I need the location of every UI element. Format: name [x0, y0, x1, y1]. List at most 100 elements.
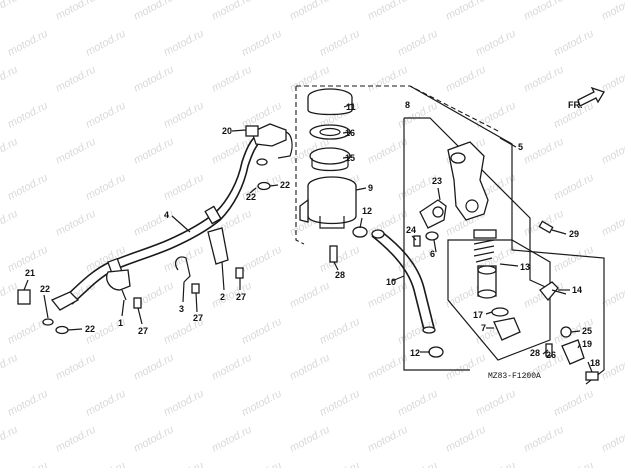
leader-line: [433, 239, 437, 253]
watermark-text: motod.ru: [84, 460, 128, 468]
watermark-text: motod.ru: [396, 28, 440, 59]
callout-15: 15: [345, 153, 355, 163]
watermark-text: motod.ru: [444, 352, 488, 383]
watermark-text: motod.ru: [552, 172, 596, 203]
watermark-text: motod.ru: [132, 64, 176, 95]
callout-6: 6: [430, 249, 435, 259]
watermark-text: motod.ru: [318, 316, 362, 347]
watermark-text: motod.ru: [54, 0, 98, 23]
watermark-text: motod.ru: [366, 352, 410, 383]
leader-line: [343, 103, 353, 108]
watermark-text: motod.ru: [444, 0, 488, 23]
sealing-washer-d: [55, 325, 69, 335]
watermark-text: motod.ru: [162, 244, 206, 275]
watermark-text: motod.ru: [132, 0, 176, 23]
upper-hose-bend: [277, 131, 293, 159]
watermark-text: motod.ru: [318, 28, 362, 59]
watermark-text: motod.ru: [240, 244, 284, 275]
watermark-text: motod.ru: [0, 424, 20, 455]
bolt-26: [545, 343, 553, 357]
callout-23: 23: [432, 176, 442, 186]
watermark-text: motod.ru: [240, 316, 284, 347]
watermark-text: motod.ru: [6, 172, 50, 203]
watermark-text: motod.ru: [600, 64, 625, 95]
watermark-text: motod.ru: [0, 64, 20, 95]
sealing-washer-a: [256, 158, 268, 166]
watermark-text: motod.ru: [288, 352, 332, 383]
watermark-text: motod.ru: [444, 424, 488, 455]
joint-screw: [413, 235, 421, 247]
callout-21: 21: [25, 268, 35, 278]
callout-7: 7: [481, 323, 486, 333]
front-direction-arrow: [577, 86, 605, 107]
bolt-27-a: [133, 297, 142, 309]
callout-27-c: 27: [236, 292, 246, 302]
piston-set-outline: [447, 239, 551, 361]
watermark-text: motod.ru: [240, 460, 284, 468]
watermark-text: motod.ru: [0, 136, 20, 167]
watermark-text: motod.ru: [0, 280, 20, 311]
leader-line: [221, 261, 225, 291]
callout-19: 19: [582, 339, 592, 349]
push-rod: [539, 281, 559, 302]
leader-line: [499, 263, 519, 267]
watermark-text: motod.ru: [210, 424, 254, 455]
watermark-text: motod.ru: [132, 208, 176, 239]
leader-line: [570, 330, 581, 333]
callout-27-a: 27: [138, 326, 148, 336]
callout-9: 9: [368, 183, 373, 193]
leader-line: [249, 187, 257, 194]
callout-12-upper: 12: [362, 206, 372, 216]
lock-nut: [560, 326, 572, 338]
watermark-text: motod.ru: [54, 352, 98, 383]
watermark-text: motod.ru: [162, 388, 206, 419]
hose-ring-a: [204, 205, 222, 225]
watermark-text: motod.ru: [318, 388, 362, 419]
bolt-27-b: [191, 283, 200, 294]
reservoir-plate: [309, 124, 351, 140]
watermark-text: motod.ru: [474, 460, 518, 468]
watermark-text: motod.ru: [6, 28, 50, 59]
diagram-code: MZ83-F1200A: [488, 372, 541, 381]
leader-line: [269, 184, 279, 187]
callout-10: 10: [386, 277, 396, 287]
watermark-text: motod.ru: [132, 136, 176, 167]
watermark-text: motod.ru: [162, 100, 206, 131]
callout-22-lower-a: 22: [40, 284, 50, 294]
watermark-text: motod.ru: [366, 136, 410, 167]
watermark-text: motod.ru: [210, 64, 254, 95]
direction-label: FR.: [568, 100, 583, 110]
leader-line: [359, 217, 363, 229]
leader-line: [231, 129, 247, 132]
watermark-text: motod.ru: [162, 28, 206, 59]
watermark-text: motod.ru: [162, 172, 206, 203]
leader-line: [542, 349, 549, 355]
watermark-text: motod.ru: [288, 0, 332, 23]
circlip: [491, 307, 509, 317]
callout-18: 18: [590, 358, 600, 368]
bolt-27-c: [235, 267, 244, 279]
reservoir-mount-tab: [299, 198, 309, 223]
joint-pin: [585, 371, 599, 381]
master-cylinder-kit-outline: [403, 117, 553, 371]
hose-clamp-1: [106, 269, 131, 291]
leader-line: [485, 311, 493, 315]
brake-hose-assembly: [17, 123, 293, 335]
watermark-text: motod.ru: [552, 28, 596, 59]
watermark-text: motod.ru: [162, 460, 206, 468]
watermark-text: motod.ru: [240, 388, 284, 419]
leader-line: [43, 294, 49, 319]
callout-25: 25: [582, 326, 592, 336]
callout-14: 14: [572, 285, 582, 295]
callout-2: 2: [220, 292, 225, 302]
callout-28-right: 28: [530, 348, 540, 358]
leader-line: [121, 299, 125, 317]
watermark-text: motod.ru: [396, 460, 440, 468]
watermark-text: motod.ru: [522, 136, 566, 167]
watermark-text: motod.ru: [6, 460, 50, 468]
leader-line: [23, 279, 29, 291]
watermark-text: motod.ru: [600, 136, 625, 167]
leader-line: [551, 229, 567, 235]
watermark-text: motod.ru: [84, 28, 128, 59]
callout-24: 24: [406, 225, 416, 235]
